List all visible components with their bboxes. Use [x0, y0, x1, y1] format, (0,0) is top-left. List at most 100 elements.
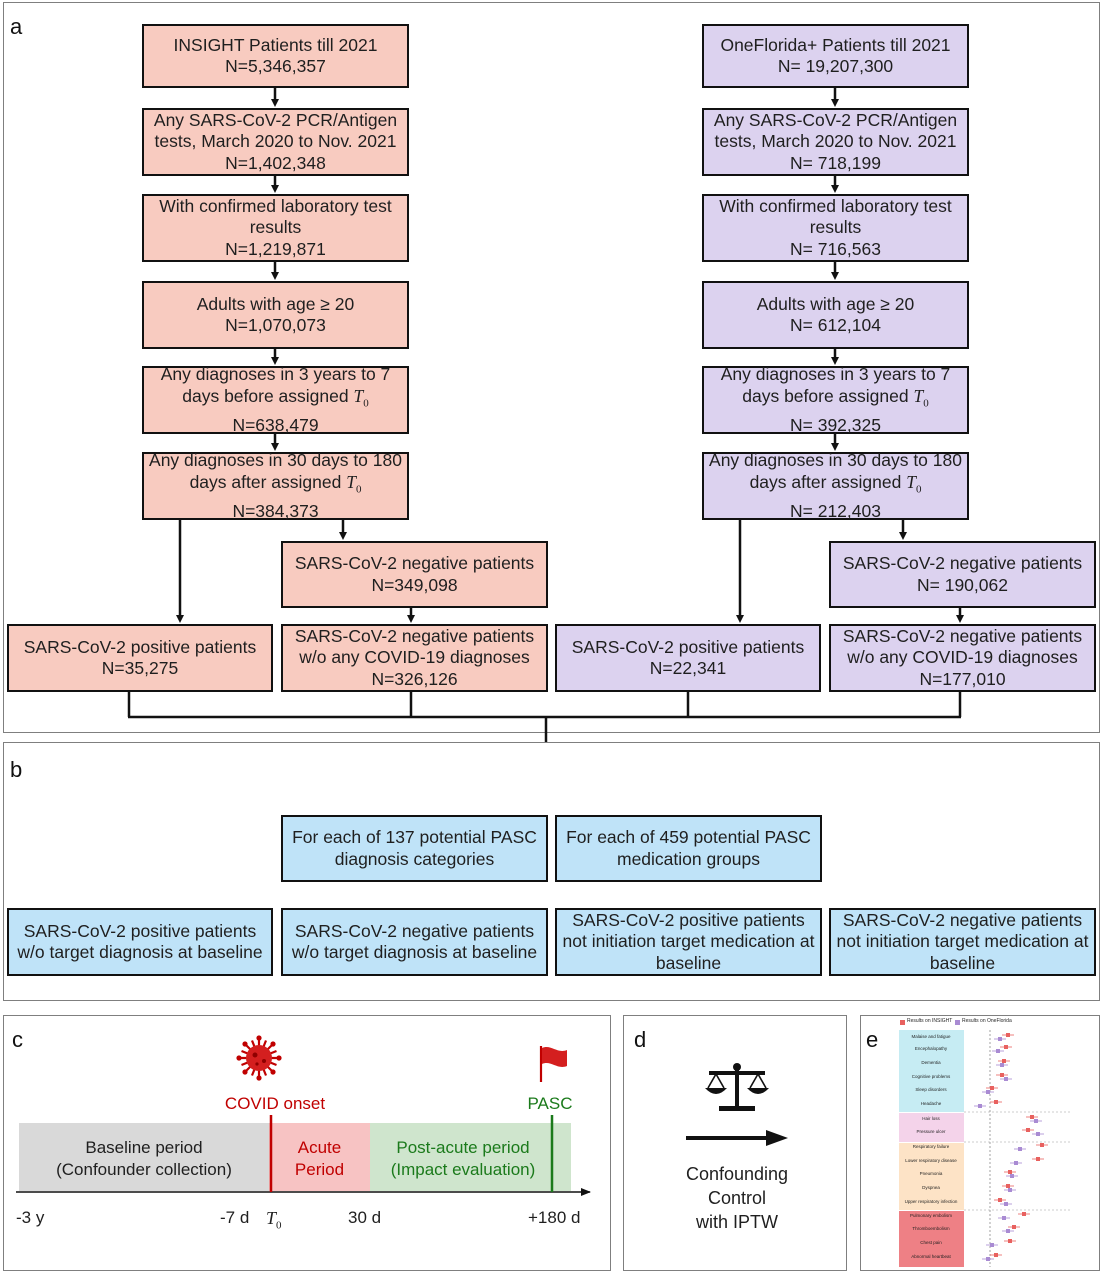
onefl-adults-box: Adults with age ≥ 20 N= 612,104 [702, 281, 969, 349]
negative-no-target-dx-box: SARS-CoV-2 negative patients w/o target … [281, 908, 548, 976]
positive-no-target-med-box: SARS-CoV-2 positive patients not initiat… [555, 908, 822, 976]
legend-insight-swatch [900, 1020, 905, 1025]
box-line: N= 190,062 [917, 574, 1008, 595]
onefl-total-box: OneFlorida+ Patients till 2021 N= 19,207… [702, 24, 969, 88]
box-line: not initiation target medication at [562, 931, 815, 952]
tick-180d: +180 d [528, 1208, 581, 1227]
acute-period-band [269, 1123, 370, 1191]
panel-label-a: a [10, 14, 23, 39]
box-line: N=349,098 [371, 574, 458, 595]
box-line: N=1,219,871 [225, 238, 326, 259]
box-line: N=1,402,348 [225, 152, 326, 173]
onefl-positive-box: SARS-CoV-2 positive patients N=22,341 [555, 624, 821, 692]
forest-row-label: Dyspnea [922, 1185, 940, 1190]
box-line: days after assigned T0 [189, 471, 362, 496]
onefl-point [1010, 1174, 1014, 1178]
arrow-right-icon [686, 1130, 788, 1146]
onefl-point [1008, 1188, 1012, 1192]
box-line: OneFlorida+ Patients till 2021 [720, 34, 951, 55]
box-line: N= 212,403 [790, 500, 881, 521]
box-line: N= 392,325 [790, 414, 881, 435]
box-line: results [809, 217, 862, 238]
onefl-point [986, 1090, 990, 1094]
forest-row-label: Thromboembolism [912, 1226, 950, 1231]
box-line: SARS-CoV-2 positive patients [572, 909, 805, 930]
insight-point [1036, 1157, 1040, 1161]
insight-point [1012, 1225, 1016, 1229]
pasc-label: PASC [527, 1094, 573, 1113]
box-line: N=35,275 [101, 658, 179, 678]
forest-row-label: Headache [920, 1101, 942, 1106]
onefl-tested-box: Any SARS-CoV-2 PCR/Antigen tests, March … [702, 108, 969, 176]
box-line: tests, March 2020 to Nov. 2021 [154, 131, 397, 152]
insight-point [1022, 1212, 1026, 1216]
acute-period-label: Acute Period [294, 1138, 345, 1179]
tick-30d: 30 d [348, 1208, 382, 1227]
insight-adults-box: Adults with age ≥ 20 N=1,070,073 [142, 281, 409, 349]
box-line: Adults with age ≥ 20 [196, 293, 355, 314]
box-line: N=1,070,073 [225, 315, 326, 335]
onefl-point [978, 1104, 982, 1108]
insight-point [1030, 1115, 1034, 1119]
box-line: diagnosis categories [334, 848, 495, 869]
diagnosis-categories-box: For each of 137 potential PASC diagnosis… [281, 815, 548, 882]
box-line: SARS-CoV-2 positive patients [23, 636, 257, 657]
box-line: tests, March 2020 to Nov. 2021 [714, 131, 957, 152]
insight-followup-dx-box: Any diagnoses in 30 days to 180 days aft… [142, 450, 409, 521]
onefl-point [996, 1049, 1000, 1053]
onefl-point [1034, 1119, 1038, 1123]
box-line: baseline [655, 952, 722, 973]
box-line: For each of 137 potential PASC [292, 827, 537, 847]
tick-minus-7d: -7 d [220, 1208, 250, 1227]
legend-onefl-swatch [955, 1020, 960, 1025]
flag-icon [539, 1046, 567, 1082]
onefl-negative-box: SARS-CoV-2 negative patients N= 190,062 [829, 541, 1096, 608]
onefl-negative-nocovid-box: SARS-CoV-2 negative patients w/o any COV… [829, 624, 1096, 692]
box-line: N= 718,199 [790, 152, 881, 173]
forest-row-label: Pulmonary embolism [909, 1213, 952, 1218]
insight-point [1040, 1143, 1044, 1147]
negative-no-target-med-box: SARS-CoV-2 negative patients not initiat… [829, 908, 1096, 976]
box-line: SARS-CoV-2 negative patients [294, 553, 535, 573]
baseline-period-band [19, 1123, 269, 1191]
forest-row-label: Chest pain [920, 1240, 942, 1245]
panel-label-b: b [10, 757, 23, 782]
box-line: SARS-CoV-2 negative patients [842, 909, 1083, 930]
insight-tested-box: Any SARS-CoV-2 PCR/Antigen tests, March … [142, 108, 409, 176]
box-line: w/o target diagnosis at baseline [291, 942, 538, 962]
forest-row-label: Malaise and fatigue [911, 1034, 951, 1039]
positive-no-target-dx-box: SARS-CoV-2 positive patients w/o target … [7, 908, 273, 976]
onefl-point [1014, 1161, 1018, 1165]
post-acute-period-band [370, 1123, 571, 1191]
box-line: N=177,010 [919, 668, 1006, 689]
insight-total-box: INSIGHT Patients till 2021 N=5,346,357 [142, 24, 409, 88]
box-line: N=5,346,357 [225, 56, 326, 76]
box-line: With confirmed laboratory test [719, 195, 952, 216]
box-line: w/o any COVID-19 diagnoses [299, 647, 530, 668]
baseline-period-label: Baseline period (Confounder collection) [56, 1138, 232, 1179]
box-line: Any SARS-CoV-2 PCR/Antigen [153, 109, 398, 130]
box-line: results [249, 217, 302, 238]
box-line: Any diagnoses in 30 days to 180 [149, 450, 402, 470]
forest-row-label: Pressure ulcer [916, 1129, 946, 1134]
tick-t0: T0 [266, 1208, 282, 1232]
forest-row-label: Encephalopathy [914, 1046, 948, 1051]
box-line: SARS-CoV-2 negative patients [294, 920, 535, 941]
box-line: N=384,373 [232, 500, 319, 521]
panel-label-d: d [634, 1027, 647, 1052]
onefl-point [998, 1037, 1002, 1041]
insight-point [1002, 1059, 1006, 1063]
panel-label-c: c [12, 1027, 23, 1052]
onefl-point [986, 1257, 990, 1261]
insight-point [1006, 1033, 1010, 1037]
box-line: N= 612,104 [790, 315, 881, 335]
insight-negative-box: SARS-CoV-2 negative patients N=349,098 [281, 541, 548, 608]
insight-positive-box: SARS-CoV-2 positive patients N=35,275 [7, 624, 273, 692]
onefl-confirmed-box: With confirmed laboratory test results N… [702, 194, 969, 262]
virus-icon [236, 1035, 282, 1081]
box-line: N=638,479 [232, 414, 319, 435]
balance-scale-icon [705, 1063, 769, 1111]
box-line: INSIGHT Patients till 2021 [173, 34, 378, 55]
legend-onefl-label: Results on OneFlorida [962, 1018, 1012, 1024]
